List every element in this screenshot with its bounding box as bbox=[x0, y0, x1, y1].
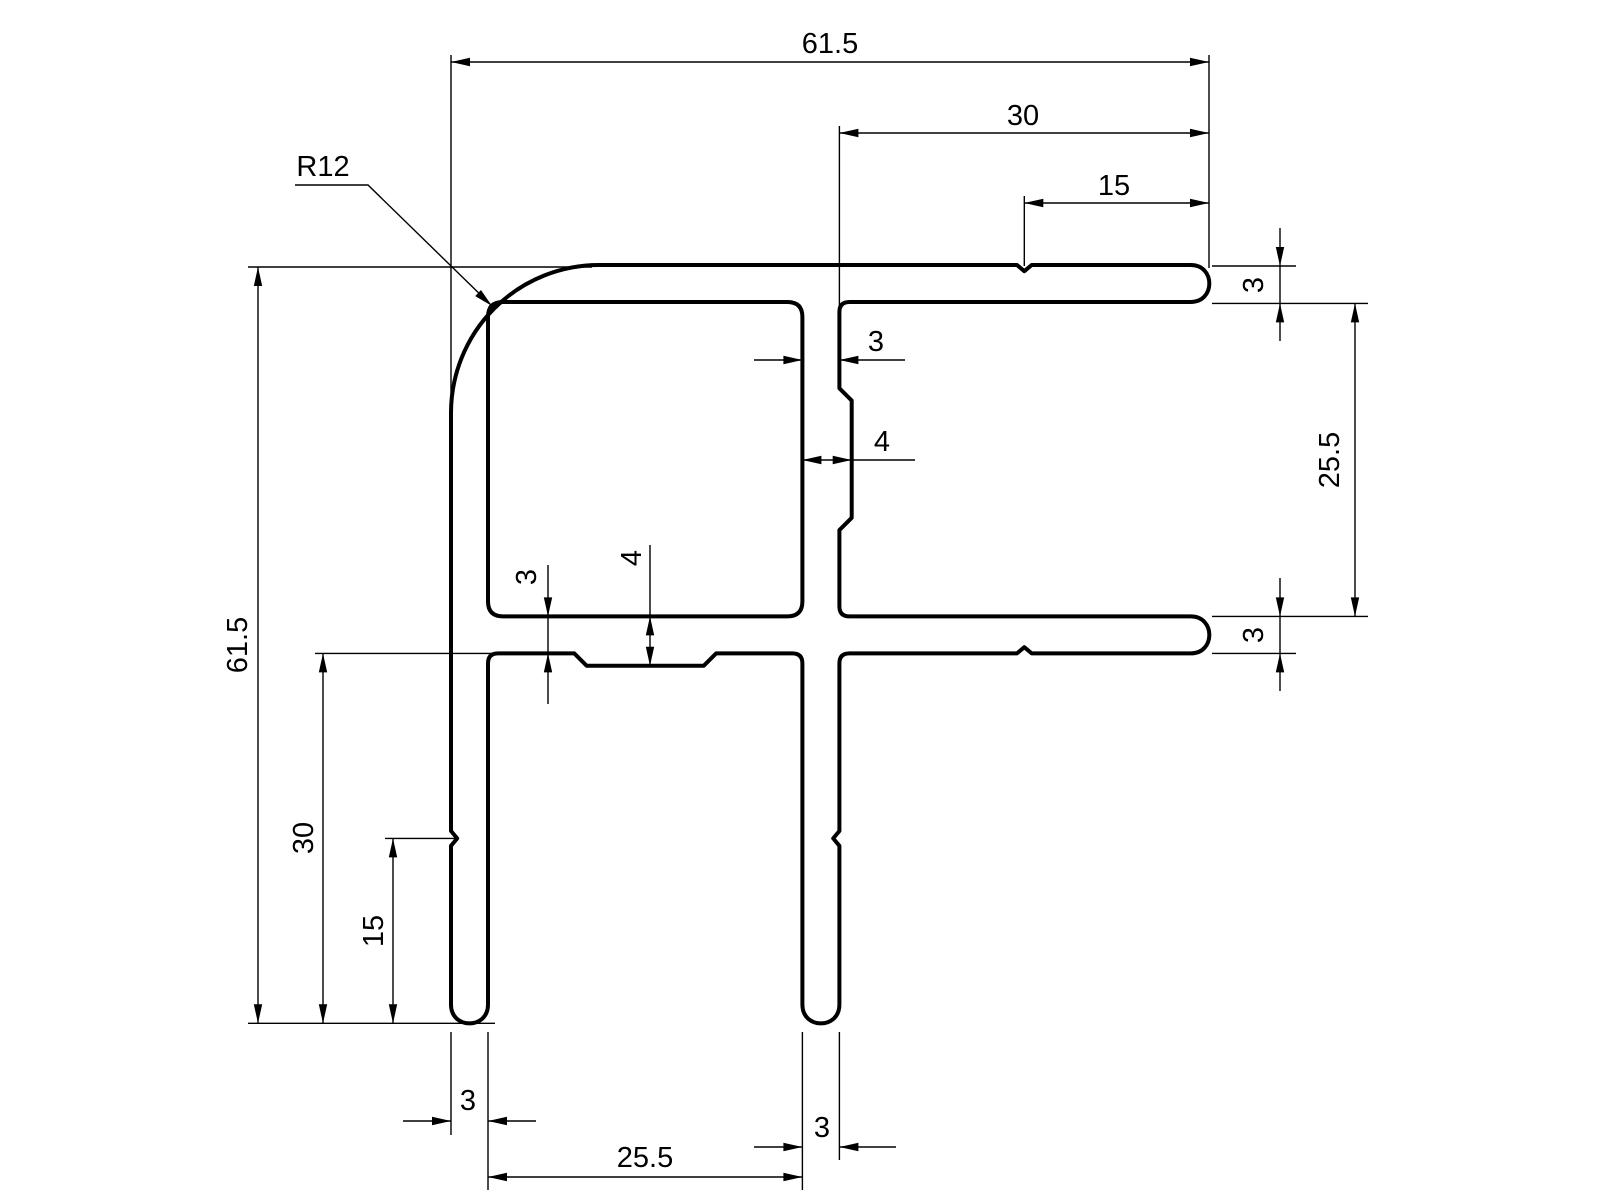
radius-callout-text: R12 bbox=[296, 151, 349, 183]
dimension-text-leg-gap-bottom: 25.5 bbox=[617, 1142, 673, 1174]
dimension-arrow-channel-depth-top bbox=[839, 128, 859, 138]
dimension-arrow-leg-thickness-bottom-right bbox=[783, 1142, 803, 1152]
dimension-arrow-web-boss-thickness bbox=[645, 616, 655, 636]
dimension-arrow-rib-boss-thickness bbox=[832, 455, 852, 465]
dimension-arrow-leg-gap-bottom bbox=[488, 1172, 507, 1182]
dimension-arrow-leg-thickness-bottom-right bbox=[839, 1142, 859, 1152]
dimension-arrow-channel-depth-top bbox=[1190, 128, 1209, 138]
dimension-text-rib-thickness: 3 bbox=[868, 326, 884, 358]
dimension-text-leg-thickness-bottom-left: 3 bbox=[460, 1085, 476, 1117]
dimension-text-channel-opening-right: 25.5 bbox=[1314, 432, 1346, 488]
dimension-arrow-web-thickness bbox=[543, 597, 553, 617]
dimension-arrow-flange-thickness-top-right bbox=[1275, 247, 1285, 266]
dimension-text-rib-boss-thickness: 4 bbox=[874, 426, 890, 458]
dimension-arrow-overall-width-top bbox=[1190, 57, 1209, 67]
dimension-arrow-overall-height-left bbox=[253, 267, 263, 286]
dimension-text-flange-thickness-bottom-right: 3 bbox=[1238, 627, 1270, 643]
dimension-text-notch-position-left: 15 bbox=[358, 915, 390, 947]
dimension-arrow-rib-boss-thickness bbox=[802, 455, 822, 465]
dimension-arrow-channel-opening-right bbox=[1350, 303, 1360, 323]
dimension-arrow-leg-thickness-bottom-left bbox=[432, 1116, 451, 1126]
dimension-text-overall-height-left: 61.5 bbox=[222, 617, 254, 673]
dimension-arrow-channel-depth-left bbox=[318, 653, 328, 673]
dimension-text-channel-depth-left: 30 bbox=[288, 822, 320, 854]
hollow-chamber-outline bbox=[486, 300, 805, 619]
radius-leader-arrow bbox=[475, 289, 492, 306]
radius-leader-line bbox=[295, 184, 491, 305]
dimension-text-overall-width-top: 61.5 bbox=[802, 28, 858, 60]
dimension-arrow-rib-thickness bbox=[783, 355, 803, 365]
dimension-arrow-overall-height-left bbox=[253, 1004, 263, 1024]
dimension-text-leg-thickness-bottom-right: 3 bbox=[814, 1112, 830, 1144]
dimension-arrow-flange-thickness-top-right bbox=[1275, 303, 1285, 323]
dimension-text-flange-thickness-top-right: 3 bbox=[1238, 277, 1270, 293]
dimension-arrow-channel-opening-right bbox=[1350, 597, 1360, 617]
dimension-arrow-overall-width-top bbox=[451, 57, 470, 67]
dimension-text-web-thickness: 3 bbox=[511, 569, 543, 585]
dimension-text-channel-depth-top: 30 bbox=[1007, 100, 1039, 132]
dimension-arrow-web-boss-thickness bbox=[645, 646, 655, 666]
dimension-arrow-channel-depth-left bbox=[318, 1004, 328, 1024]
dimension-arrow-notch-position-top bbox=[1190, 198, 1209, 208]
dimension-arrow-leg-gap-bottom bbox=[783, 1172, 803, 1182]
dimension-arrow-notch-position-left bbox=[388, 838, 398, 858]
dimension-arrow-rib-thickness bbox=[839, 355, 859, 365]
dimension-arrow-flange-thickness-bottom-right bbox=[1275, 653, 1285, 673]
profile-outline bbox=[449, 263, 1212, 1026]
dimension-arrow-web-thickness bbox=[543, 653, 553, 673]
dimension-arrow-leg-thickness-bottom-left bbox=[488, 1116, 507, 1126]
dimension-text-notch-position-top: 15 bbox=[1098, 170, 1130, 202]
dimension-arrow-flange-thickness-bottom-right bbox=[1275, 597, 1285, 617]
dimension-arrow-notch-position-top bbox=[1024, 198, 1044, 208]
dimension-text-web-boss-thickness: 4 bbox=[616, 550, 648, 566]
dimension-arrow-notch-position-left bbox=[388, 1004, 398, 1024]
